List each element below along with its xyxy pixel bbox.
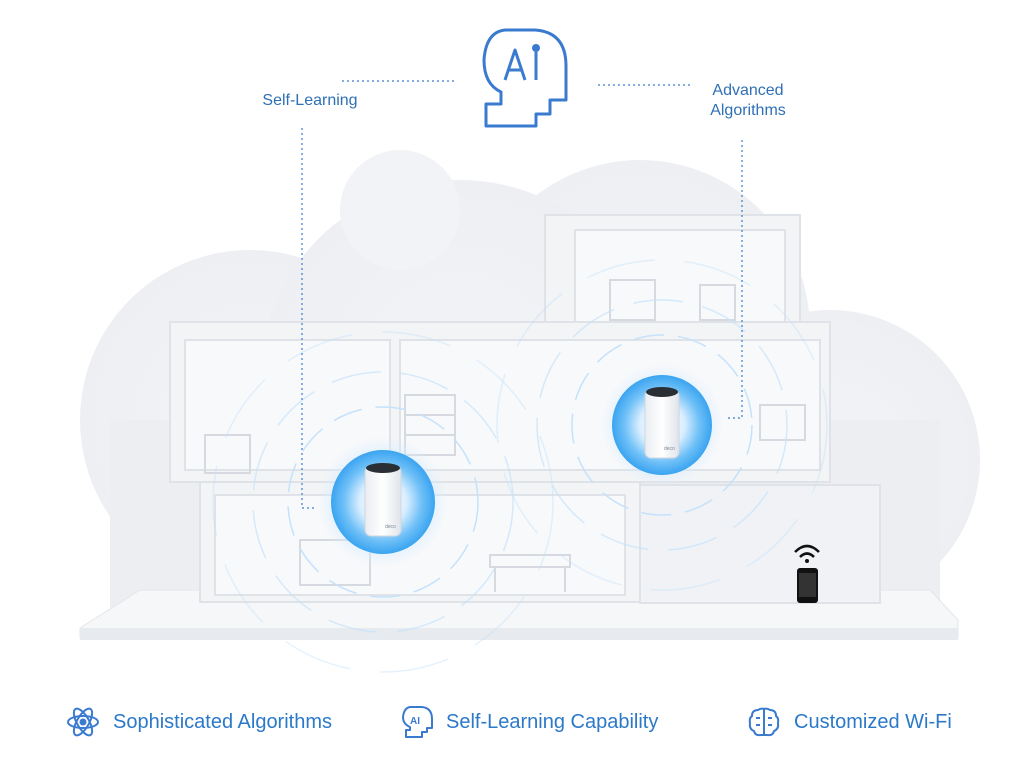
feature-label: Customized Wi-Fi (794, 710, 952, 733)
feature-customized-wifi: Customized Wi-Fi (746, 700, 952, 744)
svg-text:AI: AI (410, 716, 420, 727)
connector-lines (301, 80, 743, 509)
ai-head-icon: AI (400, 704, 434, 740)
feature-label: Self-Learning Capability (446, 710, 659, 733)
feature-self-learning-capability: AI Self-Learning Capability (400, 700, 658, 744)
feature-label: Sophisticated Algorithms (113, 710, 333, 733)
callout-advanced-algorithms: Advanced Algorithms (700, 81, 796, 121)
svg-text:deco: deco (385, 524, 396, 530)
phone-icon (794, 544, 820, 603)
router-left: deco (317, 436, 449, 568)
signal-ripples (212, 259, 828, 673)
callout-self-learning: Self-Learning (262, 92, 358, 109)
feature-sophisticated-algorithms: Sophisticated Algorithms (65, 700, 332, 744)
atom-icon (65, 704, 101, 740)
callout-advanced-line1: Advanced (712, 82, 784, 99)
callout-advanced-line2: Algorithms (710, 102, 786, 119)
ai-head-icon (482, 28, 568, 128)
svg-text:deco: deco (664, 446, 675, 452)
brain-icon (746, 704, 782, 740)
router-right: deco (600, 363, 724, 487)
